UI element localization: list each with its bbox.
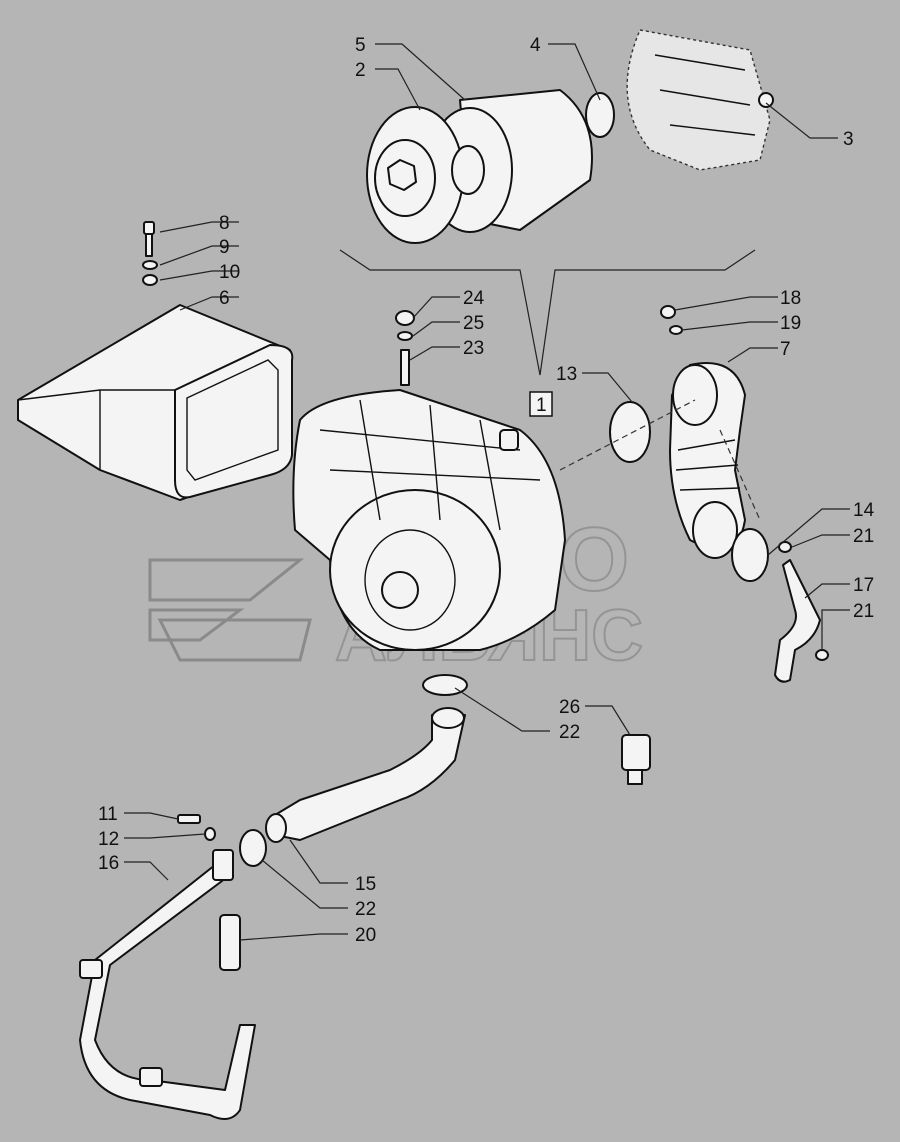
pipe-16 <box>79 849 256 1120</box>
filter-housing-ghost <box>626 29 774 171</box>
callout-11: 11 <box>98 804 118 825</box>
callout-3: 3 <box>843 129 854 150</box>
callout-5: 5 <box>355 35 366 56</box>
callout-7: 7 <box>780 339 791 360</box>
filter-housing <box>292 389 566 651</box>
callout-21-top: 21 <box>853 526 874 547</box>
alignment-dashes <box>559 399 761 521</box>
group-bracket-lines <box>339 249 756 376</box>
callout-2: 2 <box>355 60 366 81</box>
callout-22-top: 22 <box>559 722 580 743</box>
group-label: 1 <box>536 395 547 416</box>
plug-26 <box>621 734 651 785</box>
callout-10: 10 <box>219 262 240 283</box>
callout-16: 16 <box>98 853 119 874</box>
washer-12 <box>204 827 216 841</box>
callout-17: 17 <box>853 575 874 596</box>
callout-14: 14 <box>853 500 875 521</box>
filter-cartridge <box>366 89 615 244</box>
callout-15: 15 <box>355 874 376 895</box>
hose-15 <box>265 707 466 843</box>
callout-9: 9 <box>219 237 230 258</box>
callout-20: 20 <box>355 925 376 946</box>
callout-13: 13 <box>556 364 577 385</box>
callout-24: 24 <box>463 288 485 309</box>
callout-4: 4 <box>530 35 541 56</box>
drain-hose-17 <box>774 541 829 683</box>
callout-6: 6 <box>219 288 230 309</box>
callout-8: 8 <box>219 213 230 234</box>
callout-26: 26 <box>559 697 580 718</box>
group-label-box <box>529 391 553 417</box>
callout-12: 12 <box>98 829 119 850</box>
bolt-11 <box>177 814 201 824</box>
hose-clamp-14 <box>731 528 769 582</box>
hose-clamp-22-top <box>422 674 468 696</box>
intake-elbow-hose <box>660 305 746 559</box>
callout-labels: 5 2 4 3 8 9 10 6 24 25 23 18 19 7 13 14 … <box>98 35 875 946</box>
leader-lines <box>124 43 850 941</box>
bolt-and-washers <box>142 221 158 286</box>
callout-21-bottom: 21 <box>853 601 874 622</box>
tube-20 <box>219 914 241 971</box>
callout-25: 25 <box>463 313 484 334</box>
callout-22-bottom: 22 <box>355 899 376 920</box>
callout-18: 18 <box>780 288 801 309</box>
callout-23: 23 <box>463 338 484 359</box>
hose-clamp-22-bottom <box>239 829 267 867</box>
hose-clamp-13 <box>609 401 651 463</box>
stud-nut-washer <box>395 310 415 386</box>
air-intake-duct <box>17 304 294 501</box>
callout-19: 19 <box>780 313 801 334</box>
